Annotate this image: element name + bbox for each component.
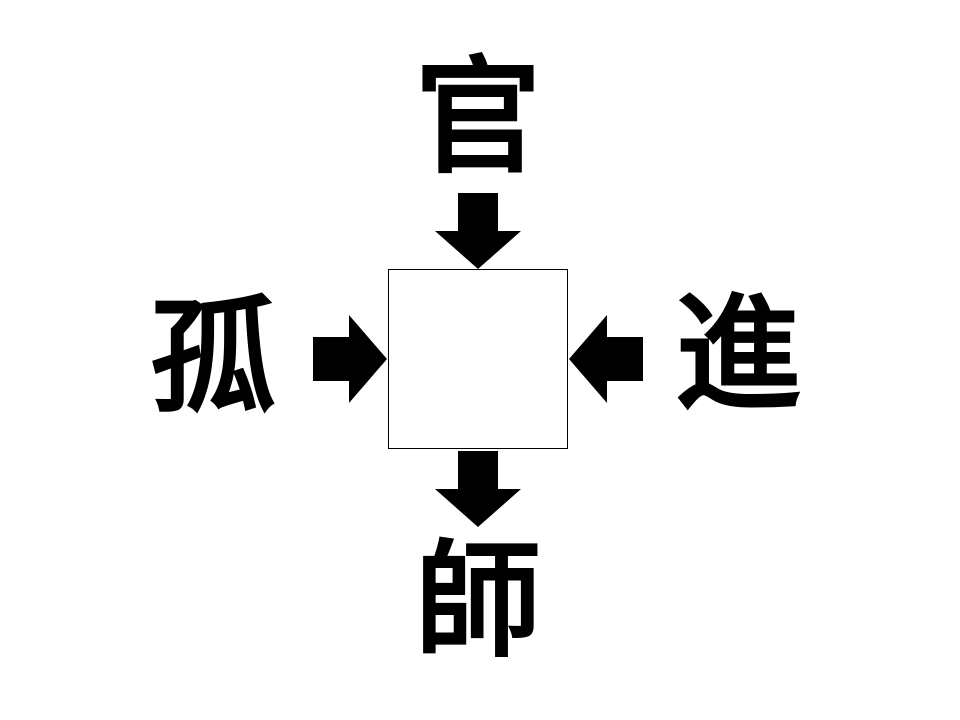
left-arrow-right-icon — [313, 315, 387, 403]
left-kanji: 孤 — [150, 284, 276, 431]
bottom-kanji: 師 — [415, 528, 541, 675]
right-arrow-left-icon — [569, 315, 643, 403]
top-arrow-down-icon — [435, 193, 521, 269]
right-kanji: 進 — [675, 281, 801, 428]
top-kanji: 官 — [415, 44, 541, 191]
answer-box — [388, 269, 568, 449]
bottom-arrow-down-icon — [435, 451, 521, 527]
